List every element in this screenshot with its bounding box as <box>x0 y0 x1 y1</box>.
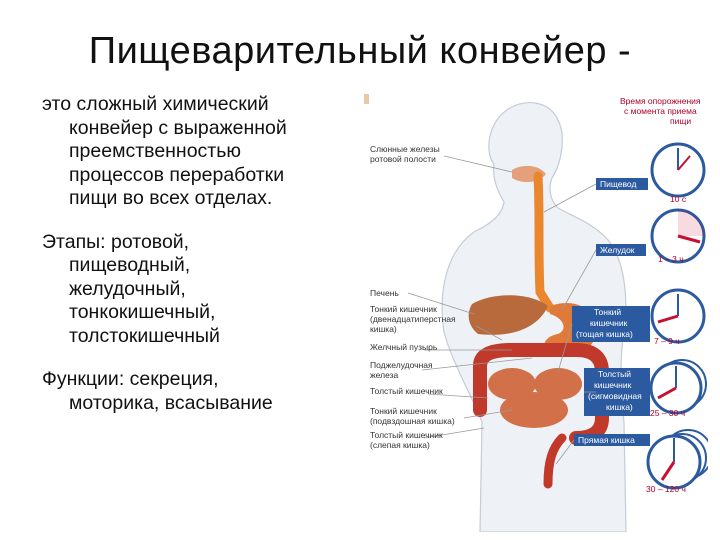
clock-rectum-icon <box>646 429 708 490</box>
figure-header-line: Время опорожнения <box>620 96 701 106</box>
label-duodenum-2: (двенадцатиперстная <box>370 314 456 324</box>
label-pancreas: Поджелудочная <box>370 360 433 370</box>
clock-esophagus-icon <box>650 142 706 198</box>
label-sigmoid-4: кишка) <box>606 402 633 412</box>
label-salivary-glands-2: ротовой полости <box>370 154 436 164</box>
time-small-intestine: 7 – 9 ч <box>654 336 680 346</box>
label-caecum: Толстый кишечник <box>370 430 443 440</box>
clock-small-intestine-icon <box>650 288 706 344</box>
label-liver: Печень <box>370 288 399 298</box>
label-gallbladder: Желчный пузырь <box>370 342 438 352</box>
digestive-system-figure: Время опорожнения с момента приема пищи … <box>364 94 708 532</box>
paragraph-line: Этапы: ротовой, <box>42 230 190 253</box>
label-salivary-glands: Слюнные железы <box>370 144 440 154</box>
slide-marker-icon <box>364 94 369 104</box>
slide-title: Пищеварительный конвейер - <box>88 30 632 72</box>
large-intestine <box>473 343 609 445</box>
liver <box>468 295 548 335</box>
label-rectum: Прямая кишка <box>578 435 635 445</box>
paragraph-line: тонкокишечный, <box>69 301 216 323</box>
figure-header-line: пищи <box>670 116 691 126</box>
label-sigmoid-2: кишечник <box>594 380 632 390</box>
text-block: это сложный химический конвейер с выраже… <box>42 93 352 435</box>
small-intestine <box>488 368 582 428</box>
paragraph-line: Функции: секреция, <box>42 368 219 390</box>
paragraph-line: желудочный, <box>69 277 186 300</box>
paragraph-line: толстокишечный <box>69 324 220 347</box>
time-large-intestine: 25 – 30 ч <box>650 408 685 418</box>
paragraph-line: процессов переработки <box>69 163 285 186</box>
label-ileum: Тонкий кишечник <box>370 406 437 416</box>
label-stomach: Желудок <box>600 245 635 255</box>
label-sigmoid: Толстый <box>598 369 631 379</box>
right-label-leaders <box>543 183 597 465</box>
label-ileum-2: (подвздошная кишка) <box>370 416 455 426</box>
paragraph-line: преемственностью <box>69 140 242 162</box>
esophagus <box>533 171 555 313</box>
label-colon: Толстый кишечник <box>370 386 443 396</box>
paragraph-line: конвейер с выраженной <box>69 116 287 139</box>
figure-header-line: с момента приема <box>624 106 697 116</box>
time-rectum: 30 – 120 ч <box>646 484 686 494</box>
label-jejunum-2: кишечник <box>590 318 628 328</box>
paragraph-line: пищи во всех отделах. <box>69 187 273 209</box>
time-esophagus: 10 с <box>670 194 687 204</box>
right-label-boxes <box>572 178 650 446</box>
rectum <box>543 433 567 489</box>
label-esophagus: Пищевод <box>600 179 636 189</box>
paragraph-line: пищеводный, <box>69 254 191 276</box>
paragraph-functions: Функции: секреция, моторика, всасывание <box>42 368 352 415</box>
paragraph-line: это сложный химический <box>42 93 269 115</box>
label-sigmoid-3: (сигмовидная <box>588 391 642 401</box>
clock-stomach-icon <box>650 208 706 264</box>
label-duodenum-3: кишка) <box>370 324 397 334</box>
paragraph-definition: это сложный химический конвейер с выраже… <box>42 93 352 211</box>
label-jejunum: Тонкий <box>594 307 621 317</box>
clock-large-intestine-icon <box>649 359 707 415</box>
label-jejunum-3: (тощая кишка) <box>576 329 633 339</box>
paragraph-stages: Этапы: ротовой, пищеводный, желудочный, … <box>42 231 352 349</box>
left-labels <box>407 155 533 439</box>
label-pancreas-2: железа <box>370 370 399 380</box>
paragraph-line: моторика, всасывание <box>69 391 273 414</box>
label-duodenum: Тонкий кишечник <box>370 304 437 314</box>
time-stomach: 1 – 3 ч <box>658 254 684 264</box>
label-caecum-2: (слепая кишка) <box>370 440 430 450</box>
